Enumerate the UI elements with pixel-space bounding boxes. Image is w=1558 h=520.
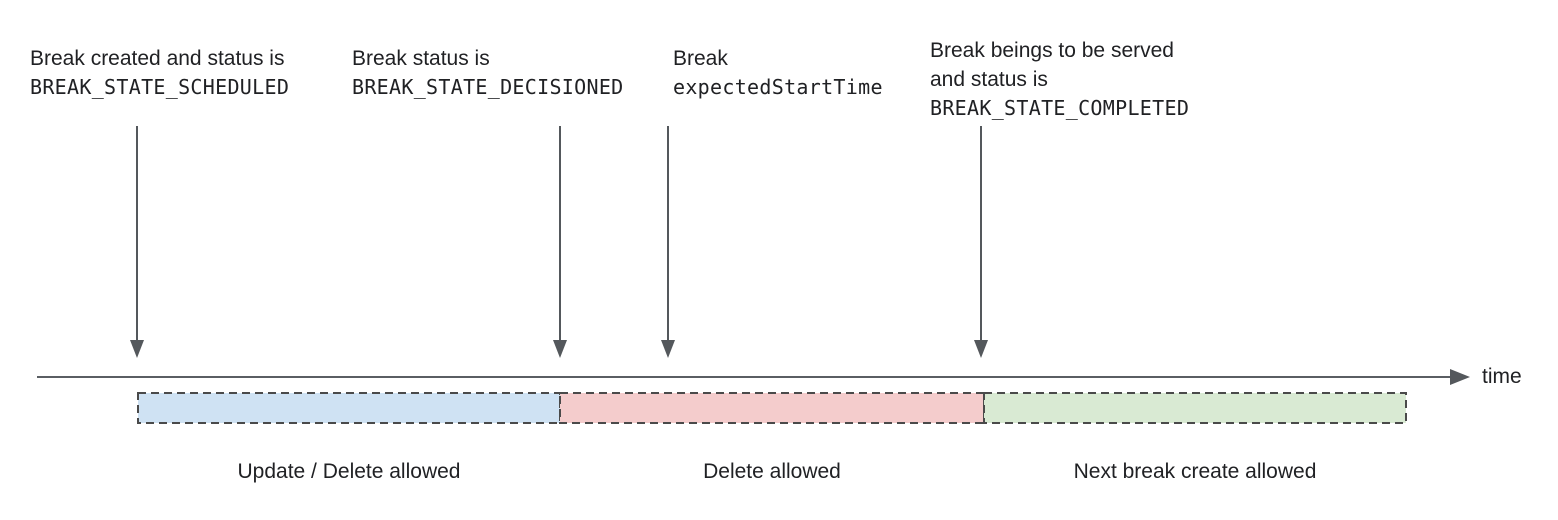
annotation-decisioned-code: BREAK_STATE_DECISIONED: [352, 75, 624, 99]
annotation-expected-start-code: expectedStartTime: [673, 75, 883, 99]
annotation-scheduled: Break created and status is BREAK_STATE_…: [30, 44, 289, 102]
segment-delete-allowed: [559, 392, 985, 424]
annotation-scheduled-code: BREAK_STATE_SCHEDULED: [30, 75, 290, 99]
annotation-completed-text-1: Break beings to be served: [930, 39, 1174, 62]
annotation-decisioned-text: Break status is: [352, 47, 490, 70]
down-arrow-expected-start: [661, 126, 675, 358]
annotation-completed-text-2: and status is: [930, 68, 1048, 91]
annotation-expected-start-text: Break: [673, 47, 728, 70]
segment-label-next-break-create: Next break create allowed: [1073, 460, 1317, 483]
annotation-completed: Break beings to be served and status is …: [930, 36, 1189, 123]
down-arrow-scheduled: [130, 126, 144, 358]
segment-label-update-delete: Update / Delete allowed: [237, 460, 461, 483]
time-axis-arrow: [37, 369, 1470, 385]
down-arrow-completed: [974, 126, 988, 358]
segment-label-delete: Delete allowed: [703, 460, 841, 483]
time-axis-label: time: [1482, 365, 1522, 388]
down-arrow-decisioned: [553, 126, 567, 358]
annotation-decisioned: Break status is BREAK_STATE_DECISIONED: [352, 44, 624, 102]
annotation-completed-code: BREAK_STATE_COMPLETED: [930, 96, 1190, 120]
segment-next-break-create-allowed: [983, 392, 1407, 424]
segment-update-delete-allowed: [137, 392, 561, 424]
annotation-scheduled-text: Break created and status is: [30, 47, 285, 70]
annotation-expected-start: Break expectedStartTime: [673, 44, 883, 102]
